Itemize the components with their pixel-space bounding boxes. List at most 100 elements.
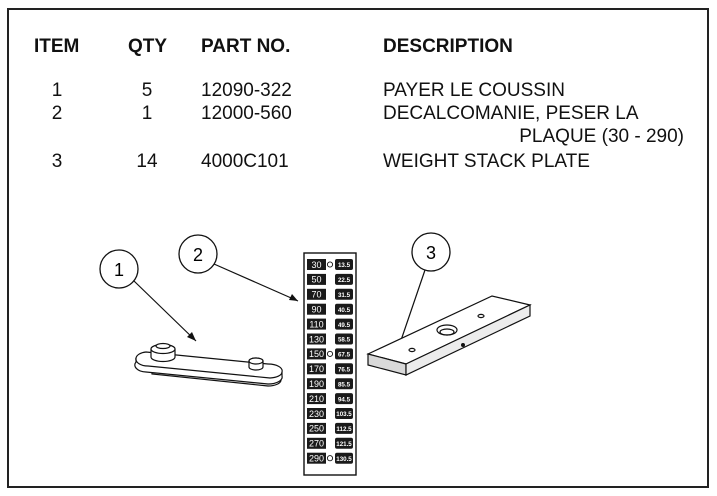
decal-weight-label: 110 [309, 319, 323, 329]
decal-kg-label: 76.5 [338, 367, 351, 374]
pad-part-icon [134, 342, 283, 387]
decal-row: 50 22.5 [307, 273, 353, 285]
decal-kg-box [335, 333, 353, 345]
decal-kg-label: 85.5 [338, 381, 351, 388]
callout-2: 2 [178, 234, 299, 302]
row-1-item: 1 [51, 80, 63, 101]
decal-kg-label: 121.5 [336, 441, 352, 448]
decal-weight-label: 270 [309, 439, 324, 449]
decal-kg-label: 22.5 [338, 277, 351, 284]
row-3-part-no: 4000C101 [201, 151, 289, 172]
decal-kg-label: 112.5 [336, 426, 352, 433]
decal-kg-label: 31.5 [338, 292, 351, 299]
decal-row: 170 76.5 [307, 363, 353, 375]
callout-1: 1 [99, 249, 197, 342]
decal-row: 230 103.5 [307, 408, 353, 419]
row-2-description: DECALCOMANIE, PESER LA [383, 103, 639, 124]
decal-kg-label: 49.5 [338, 322, 351, 329]
decal-weight-label: 90 [311, 305, 321, 315]
decal-row: 270 121.5 [307, 437, 353, 449]
decal-kg-label: 13.5 [338, 262, 351, 269]
decal-weight-label: 230 [309, 409, 324, 419]
decal-kg-box [335, 273, 353, 285]
decal-weight-label: 290 [309, 454, 324, 464]
decal-kg-box [335, 259, 353, 270]
row-2-qty: 1 [141, 103, 153, 124]
decal-weight-label: 170 [309, 364, 324, 374]
row-2-part-no: 12000-560 [201, 103, 292, 124]
row-1-qty: 5 [141, 80, 153, 101]
decal-kg-label: 94.5 [338, 396, 351, 403]
header-qty: QTY [128, 36, 168, 57]
callout-1-label: 1 [114, 260, 124, 280]
row-1-description: PAYER LE COUSSIN [383, 80, 565, 101]
decal-hole-icon [326, 455, 334, 462]
header-description: DESCRIPTION [383, 36, 513, 57]
decal-weight-label: 190 [309, 379, 324, 389]
decal-kg-label: 67.5 [338, 352, 351, 359]
decal-weight-label: 250 [309, 424, 324, 434]
decal-kg-box [335, 288, 353, 300]
decal-weight-box [307, 378, 326, 390]
decal-weight-box [307, 318, 326, 330]
decal-kg-box [335, 452, 353, 464]
decal-weight-box [307, 422, 326, 434]
row-3-qty: 14 [136, 151, 158, 172]
callout-2-label: 2 [193, 245, 203, 265]
decal-weight-label: 30 [311, 260, 321, 270]
decal-kg-box [335, 303, 353, 315]
decal-kg-label: 130.5 [336, 456, 352, 463]
decal-kg-box [335, 348, 353, 360]
decal-weight-box [307, 348, 326, 360]
decal-weight-box [307, 288, 326, 300]
decal-row: 30 13.5 [307, 259, 353, 270]
decal-weight-box [307, 408, 326, 419]
decal-row: 130 58.5 [307, 333, 353, 345]
decal-weight-box [307, 437, 326, 449]
decal-row: 110 49.5 [307, 318, 353, 330]
decal-row: 190 85.5 [307, 378, 353, 390]
row-3-description: WEIGHT STACK PLATE [383, 151, 590, 172]
decal-row: 290 130.5 [307, 452, 353, 464]
decal-weight-box [307, 333, 326, 345]
decal-weight-label: 70 [311, 290, 321, 300]
decal-weight-box [307, 273, 326, 285]
decal-kg-box [335, 318, 353, 330]
decal-kg-box [335, 408, 353, 419]
row-1-part-no: 12090-322 [201, 80, 292, 101]
weight-stack-plate-icon [366, 295, 532, 376]
decal-hole-icon [326, 261, 334, 268]
decal-kg-label: 58.5 [338, 337, 351, 344]
decal-weight-box [307, 259, 326, 270]
row-2-description-cont: PLAQUE (30 - 290) [519, 126, 684, 147]
decal-kg-box [335, 363, 353, 375]
decal-weight-label: 130 [309, 334, 324, 344]
decal-row: 90 40.5 [307, 303, 353, 315]
decal-kg-label: 40.5 [338, 307, 351, 314]
row-2-item: 2 [51, 103, 63, 124]
decal-weight-box [307, 452, 326, 464]
weight-decal: 30 13.5 50 22.5 70 31.5 90 40.5 110 49.5 130 58.5 15… [303, 252, 357, 476]
decal-rows: 30 13.5 50 22.5 70 31.5 90 40.5 110 49.5 130 58.5 15… [307, 259, 353, 464]
decal-kg-box [335, 422, 353, 434]
header-item: ITEM [34, 36, 80, 57]
decal-weight-label: 150 [309, 349, 324, 359]
decal-weight-box [307, 363, 326, 375]
decal-weight-box [307, 303, 326, 315]
decal-weight-label: 50 [311, 275, 321, 285]
decal-weight-box [307, 393, 326, 405]
decal-kg-label: 103.5 [336, 411, 352, 418]
decal-kg-box [335, 437, 353, 449]
callout-3-label: 3 [426, 243, 436, 263]
diagram-frame [7, 8, 709, 488]
header-part-no: PART NO. [201, 36, 291, 57]
decal-hole-icon [326, 350, 334, 357]
decal-row: 150 67.5 [307, 348, 353, 360]
row-3-item: 3 [51, 151, 63, 172]
decal-row: 70 31.5 [307, 288, 353, 300]
decal-kg-box [335, 393, 353, 405]
decal-kg-box [335, 378, 353, 390]
decal-row: 250 112.5 [307, 422, 353, 434]
